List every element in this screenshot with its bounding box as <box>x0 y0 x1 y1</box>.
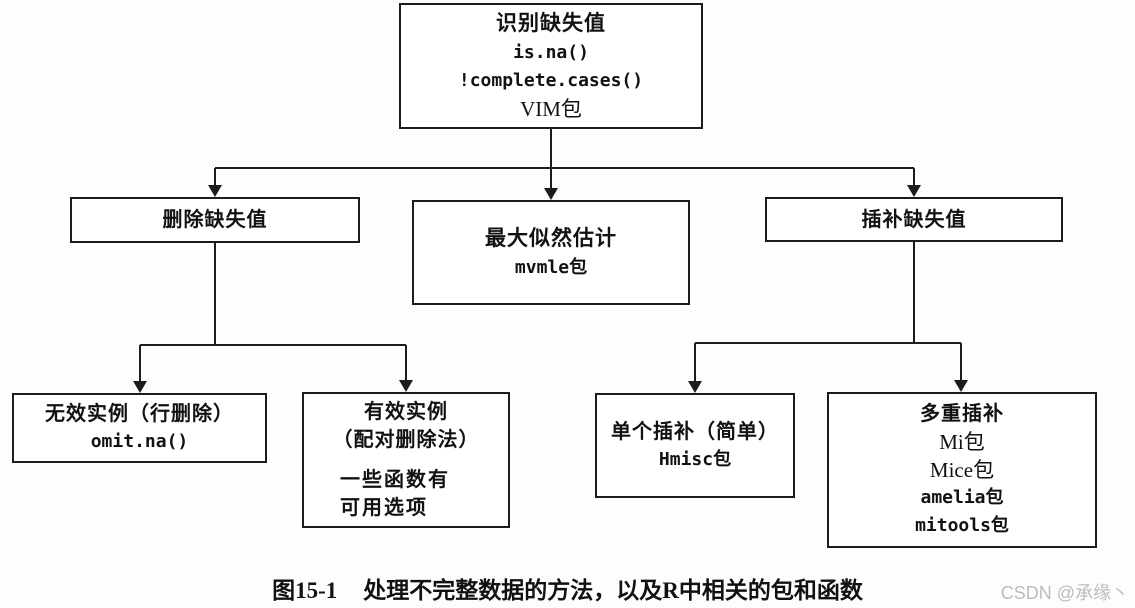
node-identify-missing: 识别缺失值 is.na() !complete.cases() VIM包 <box>399 3 703 129</box>
node-title: 有效实例 <box>364 401 448 423</box>
node-note-line1: 一些函数有 <box>340 469 450 491</box>
node-title: 删除缺失值 <box>162 209 268 231</box>
node-listwise-deletion: 无效实例（行删除） omit.na() <box>12 393 267 463</box>
node-title: 插补缺失值 <box>861 208 967 231</box>
package-mvmle: mvmle包 <box>514 256 588 278</box>
package-mitools: mitools包 <box>915 515 1009 536</box>
package-mice: Mice包 <box>929 458 995 482</box>
package-vim: VIM包 <box>520 97 582 121</box>
package-hmisc: Hmisc包 <box>658 448 732 470</box>
package-amelia: amelia包 <box>920 487 1004 508</box>
node-note-line2: 可用选项 <box>340 497 428 519</box>
node-impute-missing: 插补缺失值 <box>765 197 1063 242</box>
node-multiple-imputation: 多重插补 Mi包 Mice包 amelia包 mitools包 <box>827 392 1097 548</box>
node-delete-missing: 删除缺失值 <box>70 197 360 243</box>
figure-caption-text: 处理不完整数据的方法，以及R中相关的包和函数 <box>363 578 863 603</box>
code-complete-cases: !complete.cases() <box>458 70 644 91</box>
code-omit-na: omit.na() <box>90 431 189 452</box>
node-title: 最大似然估计 <box>485 226 617 250</box>
node-title: 无效实例（行删除） <box>45 403 234 425</box>
node-title: 识别缺失值 <box>496 12 606 35</box>
node-title: 多重插补 <box>920 403 1004 425</box>
node-pairwise-deletion: 有效实例 （配对删除法） 一些函数有 可用选项 <box>302 392 510 528</box>
node-single-imputation: 单个插补（简单） Hmisc包 <box>595 393 795 498</box>
node-max-likelihood: 最大似然估计 mvmle包 <box>412 200 690 305</box>
node-subtitle: （配对删除法） <box>332 429 480 451</box>
figure-number: 图15-1 <box>272 578 338 603</box>
code-is-na: is.na() <box>513 42 589 63</box>
node-title: 单个插补（简单） <box>611 420 779 443</box>
package-mi: Mi包 <box>939 430 985 454</box>
csdn-watermark: CSDN @承缘丶 <box>1000 583 1129 603</box>
figure-caption: 图15-1 处理不完整数据的方法，以及R中相关的包和函数 <box>0 571 1135 605</box>
